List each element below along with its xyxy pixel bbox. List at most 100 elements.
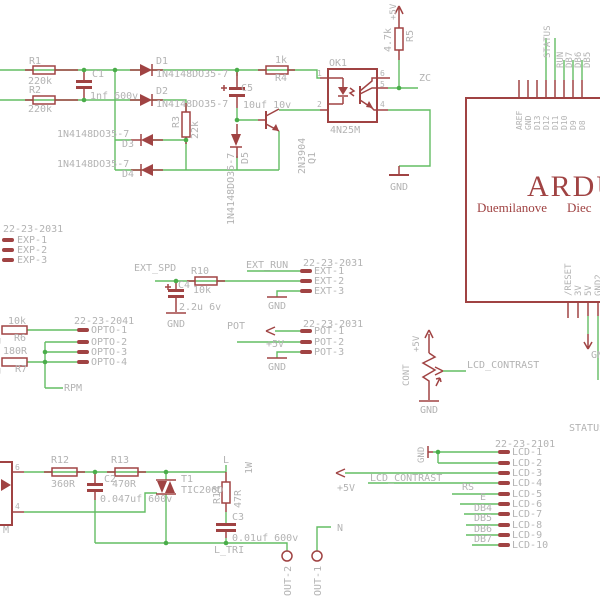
connector-lcd[interactable] [498,450,510,547]
opto-part-number: 22-23-2041 [74,316,134,327]
connector-pot[interactable] [300,329,312,354]
label-r13-ref: R13 [111,455,129,466]
label-c2-ref: C2 [104,474,116,485]
resistor-R14[interactable] [221,481,231,504]
net-label-ext-run: EXT_RUN [246,260,288,271]
capacitor-C1[interactable] [76,80,92,89]
label-c5-ref: C5 [241,83,253,94]
net-label-ext-spd: EXT_SPD [134,263,176,274]
label-cont-ref: CONT [402,364,412,386]
label-d1-value: 1N4148DO35-7 [156,69,228,80]
diode-D5[interactable] [230,134,242,148]
pot-pin-2: POT-2 [314,337,344,348]
net-label-5v-lcd: +5V [337,483,355,494]
pin-gnd: GND [524,115,533,130]
label-d4-value: 1N4148DO35-7 [57,159,129,170]
capacitor-C5[interactable] [221,85,245,97]
label-ok1-pin1: 1 [317,69,322,78]
label-r5-value: 4.7k [383,28,394,52]
net-label-gnd-ext: GND [268,301,286,312]
resistor-R10[interactable] [194,276,218,286]
ext-part-number: 22-23-2031 [303,258,363,269]
net-label-5v-pot: +5V [266,339,284,350]
resistor-R7[interactable] [1,357,28,367]
label-t1-ref: T1 [181,474,193,485]
net-label-gnd-ok1: GND [390,182,408,193]
net-label-zc: ZC [419,73,431,84]
resistor-R3[interactable] [181,111,191,138]
label-c1-ref: C1 [92,69,104,80]
resistor-R5[interactable] [394,27,404,51]
net-label-gnd-lcd: GND [417,447,427,463]
ext-pin-2: EXT-2 [314,276,344,287]
pad-out2[interactable] [281,550,293,562]
optocoupler-OK1[interactable] [327,68,378,123]
resistor-R6[interactable] [1,325,28,335]
pot-pin-3: POT-3 [314,347,344,358]
lcd-pin-10: LCD-10 [512,540,548,551]
label-r1-value: 220k [28,76,52,87]
label-r12-ref: R12 [51,455,69,466]
opto-pin-4: OPTO-4 [91,357,127,368]
pin-d10: D10 [560,115,569,130]
lcd-pin-2: LCD-2 [512,458,542,469]
label-r6-value: 10k [8,316,26,327]
resistor-R4[interactable] [265,65,289,75]
net-label-status: STATUS [543,25,553,58]
optotriac-U2[interactable] [0,461,13,526]
opto-pin-1: OPTO-1 [91,325,127,336]
label-d5-value: 1N4148DO35-7 [226,153,237,225]
resistor-R2[interactable] [32,95,56,105]
resistor-R1[interactable] [32,65,56,75]
label-c3-ref: C3 [232,512,244,523]
connector-opto[interactable] [77,328,89,364]
diode-D4[interactable] [140,164,153,176]
label-t1-value: TIC206D [181,485,223,496]
net-label-l: L [223,455,229,466]
net-label-gnd-arduino: GND [591,350,600,361]
diode-D2[interactable] [140,94,153,106]
label-r14-power: 1W [244,461,255,474]
pad-out1[interactable] [311,550,323,562]
triac-T1[interactable] [156,479,176,495]
label-r12-value: 360R [51,479,76,490]
label-r3-value: 22k [190,121,201,139]
net-label-l-tri: L_TRI [214,545,244,556]
ext-pot-section: EXT_SPD R10 10k C4 2.2u 6v GND EXT_RUN 2… [134,258,363,373]
connector-ext[interactable] [300,269,312,293]
net-label-gnd-pot: GND [268,362,286,373]
label-r7-value: 180R [3,346,28,357]
label-ok1-pin4: 4 [380,100,385,109]
capacitor-C3[interactable] [216,523,236,532]
resistor-R12[interactable] [51,467,78,477]
connector-exp[interactable]: 22-23-2031 EXP-1 EXP-2 EXP-3 [2,224,63,266]
pin-5v: 5V [584,285,594,296]
label-u2-suffix: M [3,525,9,536]
net-label-db4: DB4 [474,503,492,514]
transistor-Q1[interactable] [265,108,280,132]
diode-D3[interactable] [140,134,153,146]
resistor-R13[interactable] [114,467,139,477]
cut-label-5v-r7: U [0,367,1,378]
capacitor-C2[interactable] [87,483,103,492]
polarity-plus-icon [221,85,227,91]
label-ok1-ref: OK1 [329,58,347,69]
label-d1-ref: D1 [156,56,168,67]
lcd-pin-6: LCD-6 [512,499,542,510]
label-r10-ref: R10 [191,266,209,277]
opto-section: 10k R6 180R R7 22-23-2041 OPTO-1 OPTO-2 … [0,316,134,394]
label-r5-5v: +5V [389,3,399,20]
diode-D1[interactable] [140,64,153,76]
label-r7-ref: R7 [15,364,27,375]
pin-d13: D13 [533,115,542,130]
net-label-db6: DB6 [574,52,584,68]
lcd-pin-4: LCD-4 [512,478,542,489]
net-label-out2: OUT-2 [283,566,294,596]
capacitor-C4[interactable] [168,289,184,298]
label-ok1-pin5: 5 [380,80,385,89]
net-label-db5: DB5 [474,513,492,524]
arduino-module[interactable]: ARDU Duemilanove Diec AREF GND D13 D12 D… [465,25,600,380]
label-r2-ref: R2 [29,85,41,96]
potentiometer-CONT[interactable] [419,329,444,402]
